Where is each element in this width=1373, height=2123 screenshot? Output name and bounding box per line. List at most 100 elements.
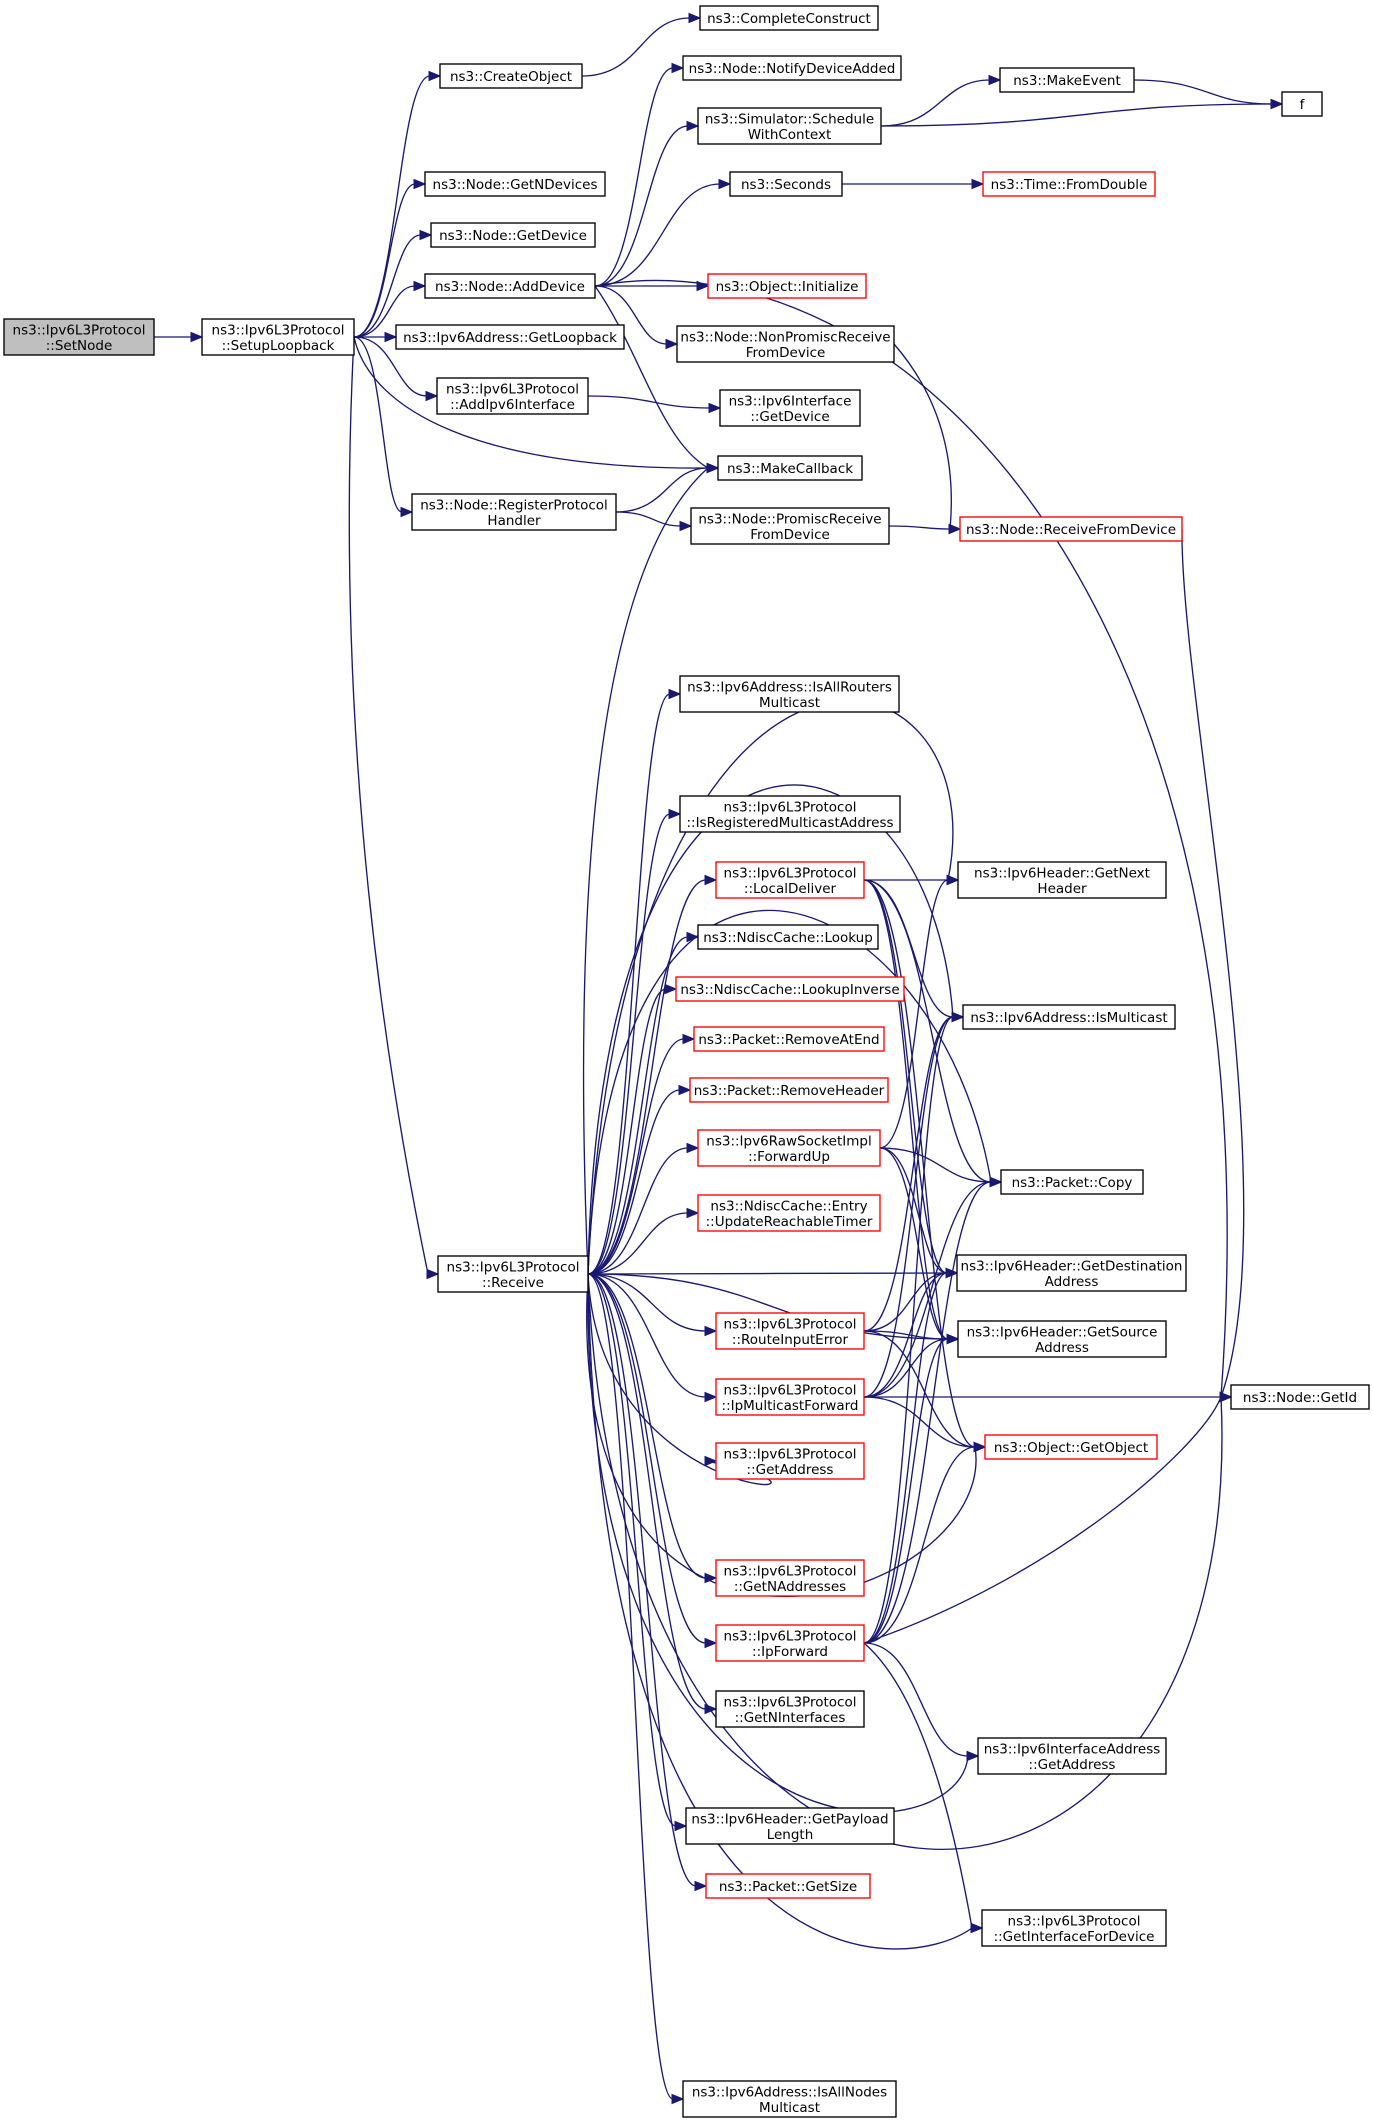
edge-receive-to-getnaddresses (587, 1273, 718, 1584)
node-getninterfaces[interactable]: ns3::Ipv6L3Protocol::GetNInterfaces (715, 1690, 865, 1728)
node-getndevices[interactable]: ns3::Node::GetNDevices (424, 171, 606, 197)
node-label-line: ::AddIpv6Interface (450, 397, 575, 413)
node-getdevice[interactable]: ns3::Node::GetDevice (430, 222, 596, 248)
node-label-line: ns3::Node::ReceiveFromDevice (966, 522, 1176, 538)
node-label-line: ns3::Packet::Copy (1012, 1175, 1133, 1191)
node-box (982, 171, 1156, 197)
node-label-line: ns3::Ipv6L3Protocol (447, 1259, 580, 1275)
edge-ipforward-to-ifaceaddrgetaddress (863, 1642, 980, 1762)
node-adddevice[interactable]: ns3::Node::AddDevice (424, 273, 596, 299)
node-completeconstruct[interactable]: ns3::CompleteConstruct (699, 5, 879, 31)
node-receivefromdevice[interactable]: ns3::Node::ReceiveFromDevice (959, 516, 1183, 542)
node-ismulticast[interactable]: ns3::Ipv6Address::IsMulticast (962, 1004, 1176, 1030)
node-label-line: Header (1037, 881, 1087, 897)
node-label-line: ns3::Object::GetObject (994, 1440, 1148, 1456)
node-makeevent[interactable]: ns3::MakeEvent (999, 67, 1135, 93)
node-setuploopback[interactable]: ns3::Ipv6L3Protocol::SetupLoopback (201, 318, 355, 356)
edge-seconds-to-fromdouble (842, 178, 985, 190)
node-box (981, 1909, 1167, 1947)
node-label-line: ns3::Packet::RemoveHeader (694, 1083, 885, 1099)
node-getloopback[interactable]: ns3::Ipv6Address::GetLoopback (395, 324, 625, 350)
node-getobject[interactable]: ns3::Object::GetObject (984, 1434, 1158, 1460)
node-makecallback[interactable]: ns3::MakeCallback (717, 455, 863, 481)
node-ndisclookup[interactable]: ns3::NdiscCache::Lookup (697, 924, 879, 950)
edge-receive-to-ndisclookupinverse (587, 983, 678, 1275)
node-box (430, 222, 596, 248)
node-getsize[interactable]: ns3::Packet::GetSize (705, 1873, 871, 1899)
node-label-line: ::LocalDeliver (744, 881, 837, 897)
node-box (1281, 91, 1323, 117)
node-packetcopy[interactable]: ns3::Packet::Copy (1000, 1169, 1144, 1195)
node-ipforward[interactable]: ns3::Ipv6L3Protocol::IpForward (715, 1624, 865, 1662)
node-box (957, 861, 1167, 899)
edge-receive-to-makecallback (582, 462, 720, 1275)
node-label-line: ns3::Packet::GetSize (719, 1879, 857, 1895)
edge-setnode-to-setuploopback (153, 331, 204, 343)
edge-receive-to-localdeliver (587, 874, 718, 1275)
node-getid[interactable]: ns3::Node::GetId (1230, 1384, 1370, 1410)
edge-receive-to-ndisclookup (587, 931, 700, 1275)
node-ifaceaddrgetaddress[interactable]: ns3::Ipv6InterfaceAddress::GetAddress (977, 1737, 1167, 1775)
node-f[interactable]: f (1281, 91, 1323, 117)
node-seconds[interactable]: ns3::Seconds (729, 171, 843, 197)
node-getaddress[interactable]: ns3::Ipv6L3Protocol::GetAddress (715, 1442, 865, 1480)
node-label-line: ns3::Ipv6L3Protocol (724, 1446, 857, 1462)
node-box (679, 795, 901, 833)
edge-ipforward-to-getobject (863, 1441, 987, 1644)
node-objinitialize[interactable]: ns3::Object::Initialize (707, 273, 867, 299)
node-forwardup[interactable]: ns3::Ipv6RawSocketImpl::ForwardUp (697, 1129, 881, 1167)
node-box (984, 1434, 1158, 1460)
node-label-line: Address (1045, 1274, 1099, 1290)
edge-setuploopback-to-createobject (353, 70, 442, 338)
node-updatereachable[interactable]: ns3::NdiscCache::Entry::UpdateReachableT… (697, 1194, 881, 1232)
node-box (715, 861, 865, 899)
node-label-line: Handler (487, 513, 541, 529)
node-fromdouble[interactable]: ns3::Time::FromDouble (982, 171, 1156, 197)
node-box (690, 507, 890, 545)
node-isregisteredmulticast[interactable]: ns3::Ipv6L3Protocol::IsRegisteredMultica… (679, 795, 901, 833)
node-receive[interactable]: ns3::Ipv6L3Protocol::Receive (437, 1255, 589, 1293)
node-box (411, 493, 617, 531)
node-ipmulticastforward[interactable]: ns3::Ipv6L3Protocol::IpMulticastForward (715, 1378, 865, 1416)
node-label-line: ns3::Ipv6L3Protocol (1008, 1913, 1141, 1929)
node-localdeliver[interactable]: ns3::Ipv6L3Protocol::LocalDeliver (715, 861, 865, 899)
edge-receive-to-ipforward (587, 1273, 718, 1649)
edge-ipforward-to-getdestination (863, 1267, 959, 1644)
node-removeheader[interactable]: ns3::Packet::RemoveHeader (689, 1077, 889, 1103)
node-getnaddresses[interactable]: ns3::Ipv6L3Protocol::GetNAddresses (715, 1559, 865, 1597)
node-label-line: ns3::Node::NonPromiscReceive (680, 329, 890, 345)
edge-forwardup-to-packetcopy (879, 1147, 1003, 1188)
node-box (201, 318, 355, 356)
node-routeinputerror[interactable]: ns3::Ipv6L3Protocol::RouteInputError (715, 1312, 865, 1350)
edge-receive-to-updatereachable (587, 1207, 700, 1275)
node-label-line: ::UpdateReachableTimer (706, 1214, 873, 1230)
edge-ipforward-to-getid (863, 1391, 1233, 1644)
node-label-line: ns3::Ipv6Header::GetNext (974, 865, 1150, 881)
edge-receive-to-isallrouters (587, 688, 682, 1275)
node-getinterfacefordevice[interactable]: ns3::Ipv6L3Protocol::GetInterfaceForDevi… (981, 1909, 1167, 1947)
node-box (424, 273, 596, 299)
node-box (715, 1624, 865, 1662)
node-notifydeviceadded[interactable]: ns3::Node::NotifyDeviceAdded (682, 55, 902, 81)
node-box (715, 1559, 865, 1597)
node-ifacegetdevice[interactable]: ns3::Ipv6Interface::GetDevice (719, 389, 861, 427)
node-addipv6interface[interactable]: ns3::Ipv6L3Protocol::AddIpv6Interface (436, 377, 589, 415)
node-createobject[interactable]: ns3::CreateObject (439, 63, 583, 89)
node-label-line: ::Receive (482, 1275, 544, 1291)
node-label-line: ns3::Ipv6L3Protocol (724, 865, 857, 881)
node-removeatend[interactable]: ns3::Packet::RemoveAtEnd (693, 1026, 885, 1052)
node-ndisclookupinverse[interactable]: ns3::NdiscCache::LookupInverse (675, 976, 905, 1002)
edge-receive-to-getpayloadlength (587, 1273, 688, 1832)
edge-ipforward-to-getinterfacefordevice (863, 1642, 984, 1934)
